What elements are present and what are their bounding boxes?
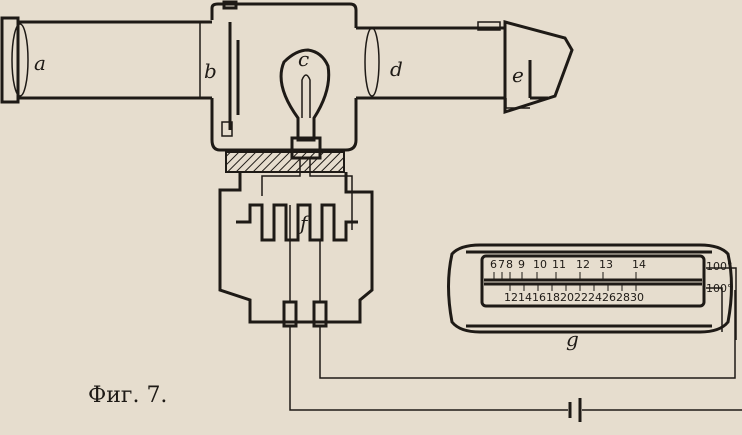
circuit-wires	[289, 267, 742, 422]
lower-scale-label: 30	[630, 291, 644, 304]
lower-scale-label: 20	[560, 291, 574, 304]
label-e: e	[512, 63, 524, 87]
insulator	[225, 151, 345, 173]
label-a: a	[34, 51, 46, 75]
lower-scale-label: 24	[588, 291, 602, 304]
label-g: g	[566, 327, 579, 351]
lower-scale-label: 22	[574, 291, 588, 304]
lower-scale-label: 28	[616, 291, 630, 304]
label-b: b	[204, 59, 217, 83]
scale-upper-mark: 100°	[706, 260, 733, 273]
lamp-c	[279, 48, 331, 142]
upper-scale-label: 9	[518, 258, 525, 271]
lower-scale-label: 14	[518, 291, 532, 304]
filter-e	[528, 60, 548, 100]
label-c: c	[298, 47, 309, 71]
label-d: d	[390, 57, 403, 81]
upper-scale-label: 14	[632, 258, 646, 271]
resistor-winding	[236, 203, 358, 242]
rheostat-housing-f	[218, 158, 374, 328]
objective-tube	[0, 16, 212, 104]
upper-scale-label: 10	[533, 258, 547, 271]
upper-scale-label: 6	[490, 258, 497, 271]
battery-icon	[568, 398, 582, 422]
lens-a	[11, 23, 29, 97]
eyepiece-tube	[356, 20, 574, 115]
upper-scale-label: 7	[498, 258, 505, 271]
lower-scale-label: 26	[602, 291, 616, 304]
upper-scale-label: 8	[506, 258, 513, 271]
upper-scale-label: 11	[552, 258, 566, 271]
lower-scale-label: 18	[546, 291, 560, 304]
scale-lower-mark: 100°	[706, 282, 733, 295]
upper-scale-label: 12	[576, 258, 590, 271]
central-housing	[210, 0, 380, 160]
lower-scale-label: 16	[532, 291, 546, 304]
lens-d	[364, 27, 380, 97]
lower-scale-label: 12	[504, 291, 518, 304]
upper-scale-label: 13	[599, 258, 613, 271]
galvanometer-scale-g	[447, 243, 733, 334]
figure-caption: Фиг. 7.	[88, 383, 167, 408]
